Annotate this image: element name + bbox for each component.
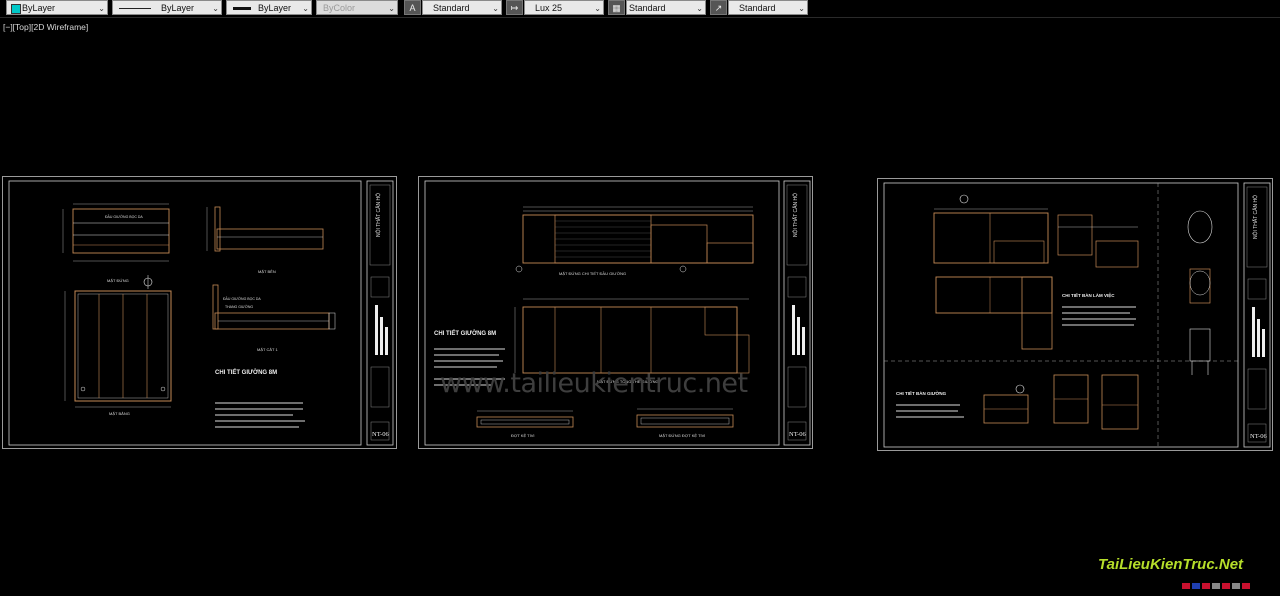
chevron-down-icon: ⌄ [798,4,805,13]
color-swatch [11,4,21,14]
dim-style-dropdown[interactable]: Lux 25 ⌄ [524,0,604,15]
dimension-style-icon[interactable]: ↦ [506,0,523,15]
multileader-style-icon[interactable]: ↗ [710,0,727,15]
plotstyle-dropdown[interactable]: ByColor ⌄ [316,0,398,15]
drawing-sheet-2[interactable]: NỘI THẤT CĂN HỘ [418,176,813,449]
table-style-icon[interactable]: ▦ [608,0,625,15]
svg-text:NỘI THẤT CĂN HỘ: NỘI THẤT CĂN HỘ [375,193,382,237]
chevron-down-icon: ⌄ [594,4,601,13]
chevron-down-icon: ⌄ [696,4,703,13]
title-side-elevation: MẶT BÊN [258,269,276,274]
detail-title: CHI TIẾT BÀN LÀM VIỆC [1062,293,1115,298]
chevron-down-icon: ⌄ [98,4,105,13]
linetype-sample [119,8,151,9]
label-headboard: ĐẦU GIƯỜNG BỌC DA [105,215,143,219]
table-style-label: Standard [629,3,666,13]
sheet-number: NT-06 [1250,433,1267,440]
brand-watermark: TaiLieuKienTruc.Net [1098,556,1244,573]
text-style-dropdown[interactable]: Standard ⌄ [422,0,502,15]
sheet-1-drawing: NỘI THẤT CĂN HỘ [8,180,394,446]
table-style-dropdown[interactable]: Standard ⌄ [626,0,706,15]
text-style-icon[interactable]: A [404,0,421,15]
mleader-style-dropdown[interactable]: Standard ⌄ [728,0,808,15]
detail-title: CHI TIẾT GIƯỜNG 8M [434,331,497,337]
sheet-3-drawing: NỘI THẤT CĂN HỘ [883,182,1271,448]
chevron-down-icon: ⌄ [388,4,395,13]
brand-color-bar [1182,576,1252,594]
svg-text:NỘI THẤT CĂN HỘ: NỘI THẤT CĂN HỘ [792,193,799,237]
properties-toolbar: ByLayer ⌄ ByLayer ⌄ ByLayer ⌄ ByColor ⌄ … [0,0,1280,18]
title-plan: MẶT BẰNG [109,411,130,416]
watermark-text: www.tailieukientruc.net [440,368,748,399]
title-tv-shelf-elevation: MẶT ĐỨNG ĐỢT KỆ TIVI [659,433,706,438]
mleader-style-label: Standard [739,3,776,13]
title-bedside-detail: CHI TIẾT BÀN GIƯỜNG [896,391,947,396]
chevron-down-icon: ⌄ [302,4,309,13]
dim-style-label: Lux 25 [535,3,563,13]
sheet-number: NT-06 [789,431,806,438]
lineweight-dropdown[interactable]: ByLayer ⌄ [226,0,312,15]
linetype-dropdown[interactable]: ByLayer ⌄ [112,0,222,15]
title-tv-shelf: ĐỢT KỆ TIVI [511,433,535,438]
linetype-label: ByLayer [161,3,195,13]
drawing-sheet-1[interactable]: NỘI THẤT CĂN HỘ [2,176,397,449]
svg-text:NỘI THẤT CĂN HỘ: NỘI THẤT CĂN HỘ [1252,195,1259,239]
color-label: ByLayer [22,3,56,13]
title-headboard-elevation: MẶT ĐỨNG CHI TIẾT ĐẦU GIƯỜNG [559,271,627,276]
title-section-1: MẶT CẮT 1 [257,347,278,352]
sheet-2-drawing: NỘI THẤT CĂN HỘ [424,180,811,446]
title-overall-elevation: MẶT ĐỨNG TỔNG THỂ GIƯỜNG [597,379,659,384]
lineweight-label: ByLayer [258,3,292,13]
title-front-elevation: MẶT ĐỨNG [107,278,129,283]
drawing-sheet-3[interactable]: NỘI THẤT CĂN HỘ [877,178,1273,451]
chevron-down-icon: ⌄ [492,4,499,13]
viewport-controls[interactable]: [−][Top][2D Wireframe] [3,22,89,32]
label-bed-frame: THANG GIƯỜNG [225,305,254,309]
sheet-number: NT-06 [372,431,389,438]
text-style-label: Standard [433,3,470,13]
detail-title: CHI TIẾT GIƯỜNG 8M [215,370,278,376]
plotstyle-label: ByColor [323,3,356,13]
lineweight-sample [233,7,251,10]
chevron-down-icon: ⌄ [212,4,219,13]
label-headboard-2: ĐẦU GIƯỜNG BỌC DA [223,297,261,301]
color-dropdown[interactable]: ByLayer ⌄ [6,0,108,15]
